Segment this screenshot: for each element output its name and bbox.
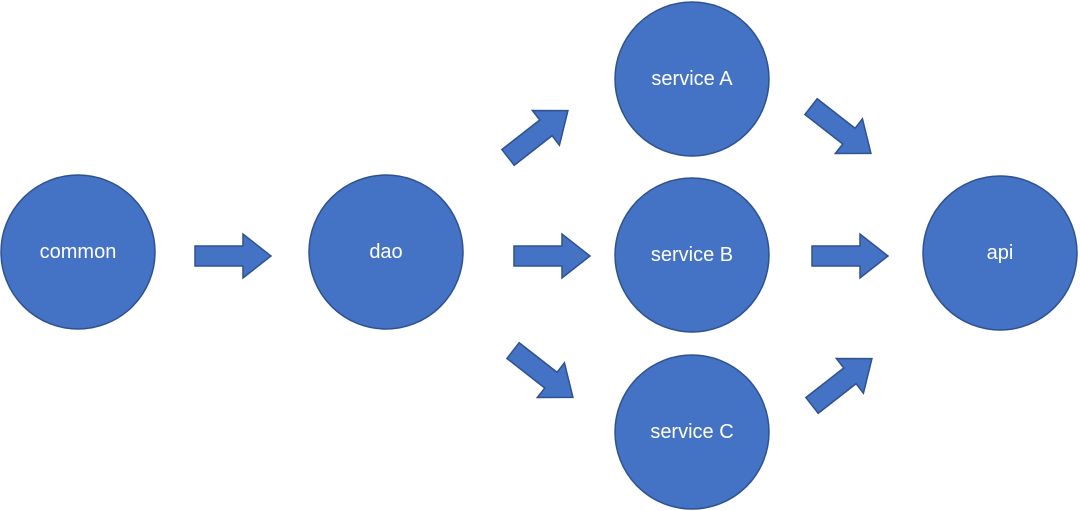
node-service-c-label: service C xyxy=(650,421,733,443)
node-common: common xyxy=(0,174,156,330)
arrows xyxy=(194,97,890,415)
arrow-dao-to-service-a xyxy=(500,109,569,167)
node-service-a-circle xyxy=(614,1,770,157)
arrow-service-b-to-api xyxy=(811,232,890,280)
node-service-b-label: service B xyxy=(651,244,733,266)
node-service-c-circle xyxy=(614,354,770,510)
node-api-label: api xyxy=(987,242,1014,264)
node-dao: dao xyxy=(308,174,464,330)
node-api: api xyxy=(922,175,1078,331)
node-service-a-label: service A xyxy=(651,68,733,90)
node-dao-circle xyxy=(308,174,464,330)
node-api-circle xyxy=(922,175,1078,331)
node-dao-label: dao xyxy=(369,241,402,263)
node-common-label: common xyxy=(40,241,117,263)
node-service-b: service B xyxy=(614,177,770,333)
node-service-c: service C xyxy=(614,354,770,510)
arrow-common-to-dao xyxy=(194,232,273,280)
arrow-service-a-to-api xyxy=(803,97,872,155)
arrow-dao-to-service-c xyxy=(505,341,574,399)
arrow-service-c-to-api xyxy=(804,357,873,415)
arrow-dao-to-service-b xyxy=(513,232,592,280)
node-service-a: service A xyxy=(614,1,770,157)
node-common-circle xyxy=(0,174,156,330)
node-service-b-circle xyxy=(614,177,770,333)
